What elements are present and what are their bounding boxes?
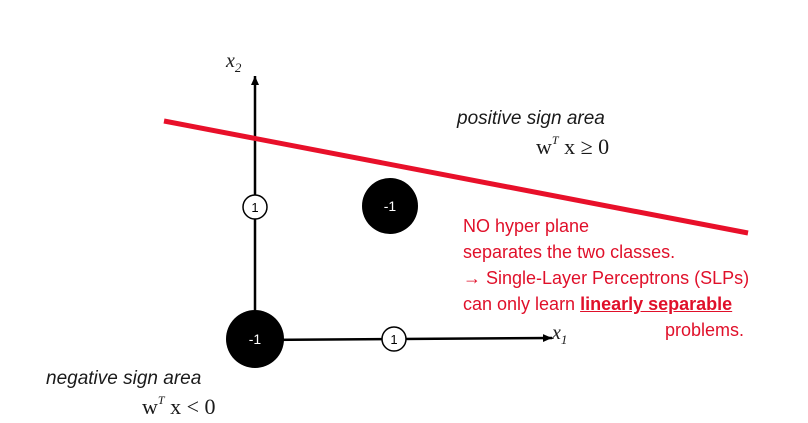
point-marker — [242, 194, 268, 220]
note-line-1: NO hyper plane — [463, 216, 590, 236]
x1-axis-label: x1 — [552, 322, 567, 348]
note-line-2: separates the two classes. — [463, 242, 676, 262]
inequality-w: w — [142, 394, 158, 419]
point-marker — [362, 178, 418, 234]
note-line-4: can only learn linearly separable — [463, 291, 732, 317]
inequality-rest: x ≥ 0 — [564, 134, 610, 159]
inequality-rest: x < 0 — [170, 394, 216, 419]
inequality-w: w — [536, 134, 552, 159]
point-marker — [381, 326, 407, 352]
positive-area-title: positive sign area — [457, 108, 605, 129]
point-hollow-right: 1 — [381, 326, 407, 352]
inequality-transpose: T — [551, 132, 559, 147]
negative-area-title: negative sign area — [46, 368, 202, 389]
point-label: -1 — [249, 331, 262, 347]
note-line-4-prefix: can only learn — [463, 294, 581, 314]
inequality-transpose: T — [157, 392, 165, 407]
positive-area-inequality: wT x ≥ 0 — [536, 132, 610, 160]
point-label: 1 — [251, 200, 258, 215]
note-line-3: → Single-Layer Perceptrons (SLPs) — [463, 268, 750, 288]
point-label: 1 — [390, 332, 397, 347]
x2-label-subscript: 2 — [234, 60, 242, 75]
x1-label-subscript: 1 — [560, 332, 568, 347]
decision-line — [163, 118, 749, 236]
x2-label-text: x — [226, 50, 235, 72]
negative-area-inequality: wT x < 0 — [142, 392, 216, 420]
point-filled-origin: -1 — [226, 310, 284, 368]
point-filled-upper: -1 — [362, 178, 418, 234]
point-marker — [226, 310, 284, 368]
point-label: -1 — [384, 198, 397, 214]
point-hollow-upper: 1 — [242, 194, 268, 220]
note-line-5: problems. — [665, 320, 745, 340]
x2-axis-label: x2 — [226, 50, 241, 76]
note-emphasis: linearly separable — [580, 294, 733, 314]
x1-label-text: x — [552, 322, 561, 344]
